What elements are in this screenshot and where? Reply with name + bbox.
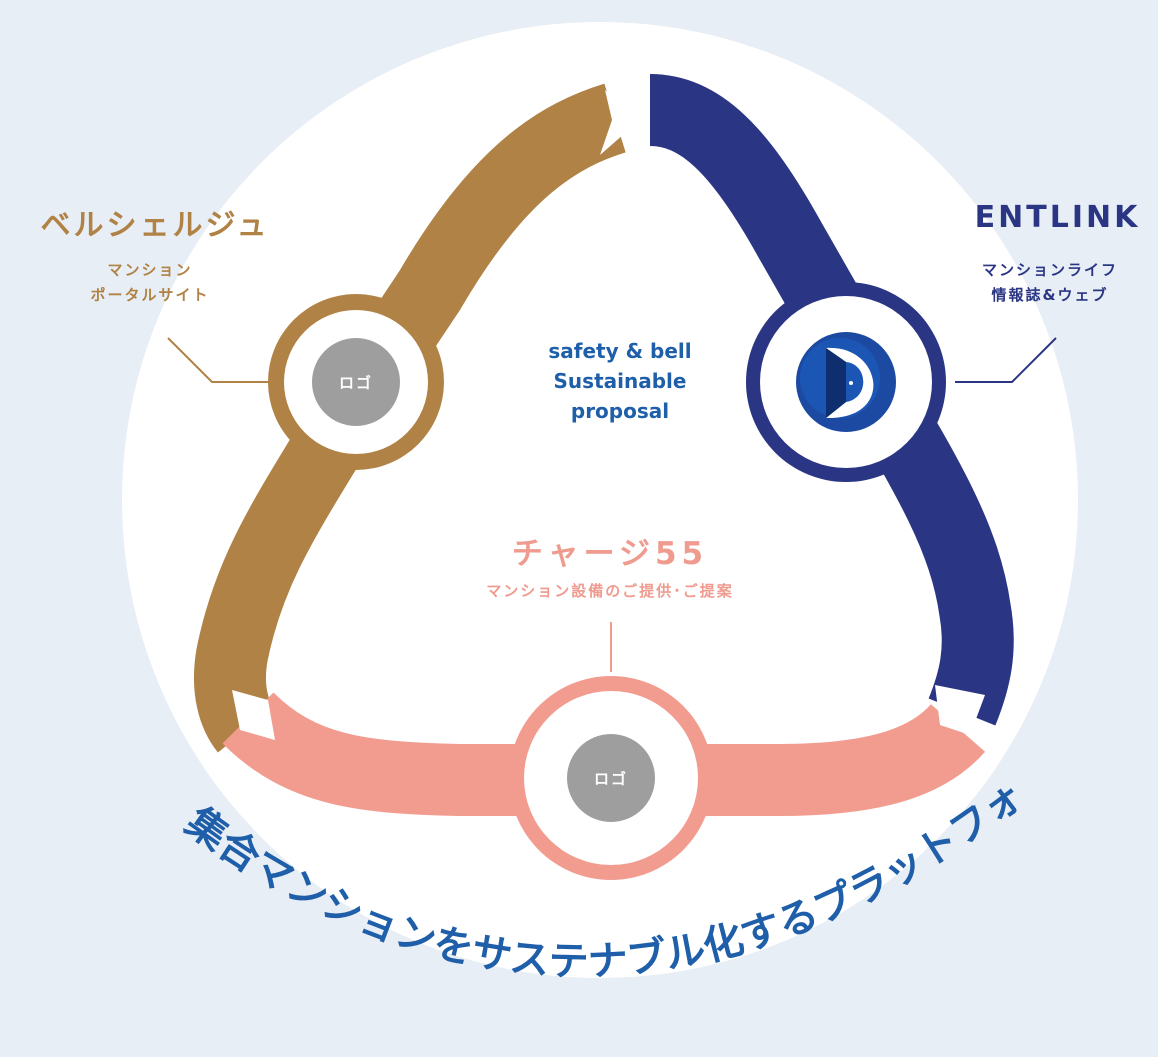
- center-caption-line: safety & bell: [548, 339, 692, 363]
- center-caption-line: Sustainable: [553, 369, 687, 393]
- arrow-notch-left: [232, 690, 275, 740]
- left-node[interactable]: ロゴ: [268, 294, 444, 470]
- left-logo-text: ロゴ: [339, 374, 373, 392]
- bottom-service-title: チャージ55: [511, 536, 709, 572]
- left-service-title: ベルシェルジュ: [40, 208, 270, 243]
- bottom-node[interactable]: ロゴ: [509, 676, 713, 880]
- bottom-arrow-band: [222, 691, 986, 816]
- left-arrow-band: [193, 83, 627, 753]
- right-subtitle-line: 情報誌&ウェブ: [991, 286, 1109, 304]
- right-subtitle-line: マンションライフ: [981, 261, 1118, 279]
- arrow-notch-top: [600, 90, 640, 155]
- center-caption-line: proposal: [570, 399, 670, 423]
- door-moon-icon: [796, 332, 896, 432]
- left-logo-placeholder: [312, 338, 400, 426]
- right-arrow-band: [648, 74, 1014, 726]
- center-caption: safety & bell Sustainable proposal: [470, 336, 770, 426]
- left-subtitle-line: マンション: [107, 261, 193, 279]
- bottom-logo-text: ロゴ: [594, 770, 628, 788]
- right-node[interactable]: [746, 282, 946, 482]
- left-subtitle-line: ポータルサイト: [90, 286, 210, 304]
- left-connector-line: [167, 337, 272, 383]
- right-connector-line: [955, 337, 1057, 383]
- right-service-subtitle: マンションライフ 情報誌&ウェブ: [935, 258, 1158, 308]
- bottom-logo-placeholder: [567, 734, 655, 822]
- bottom-service-subtitle: マンション設備のご提供･ご提案: [486, 582, 734, 600]
- left-service-subtitle: マンション ポータルサイト: [40, 258, 260, 308]
- arrow-notch-right: [935, 685, 985, 735]
- right-service-title: ENTLINK: [974, 200, 1141, 235]
